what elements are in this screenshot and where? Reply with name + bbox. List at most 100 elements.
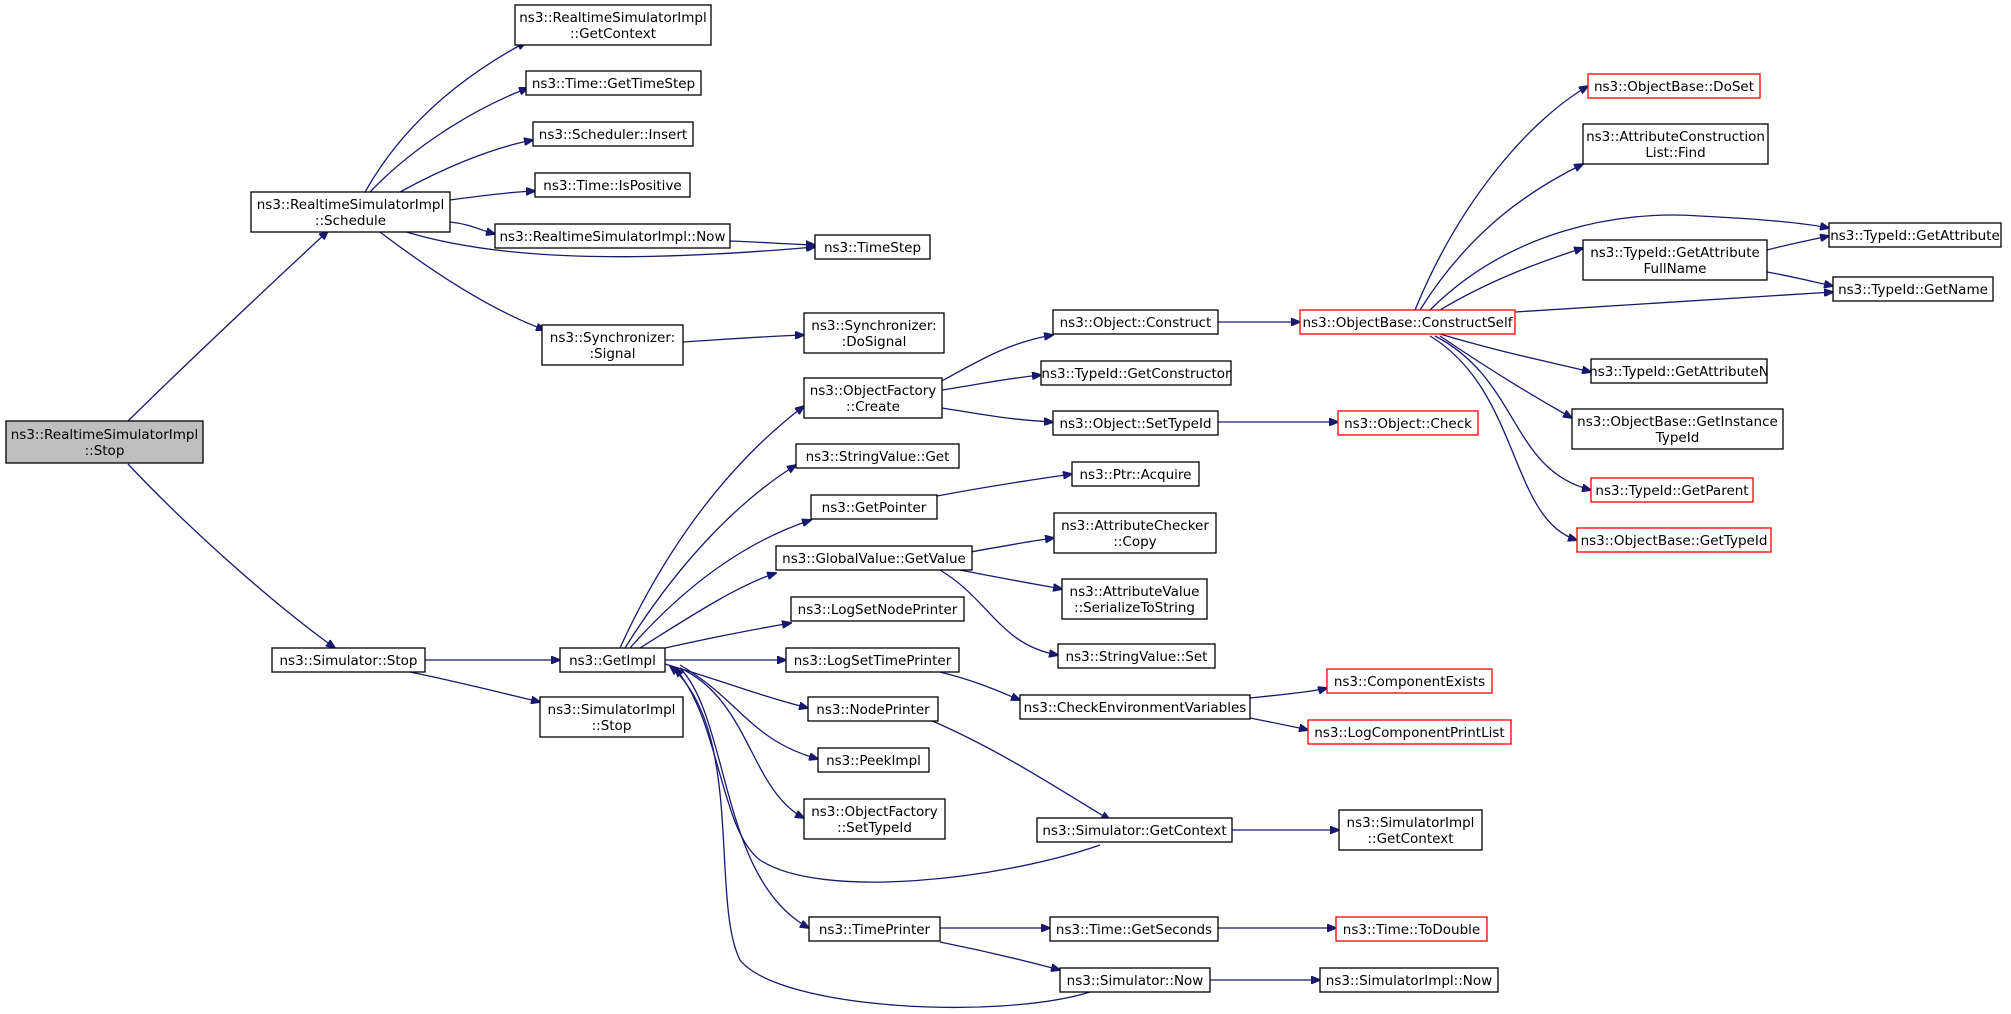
- node-box: [810, 494, 938, 520]
- node-logcomponentprintlist[interactable]: ns3::LogComponentPrintList: [1307, 719, 1512, 745]
- node-simulatorimpl-getcontext[interactable]: ns3::SimulatorImpl::GetContext: [1338, 809, 1483, 851]
- node-typeid-getattributen[interactable]: ns3::TypeId::GetAttributeN: [1589, 358, 1769, 384]
- node-sync-dosignal[interactable]: ns3::Synchronizer::DoSignal: [803, 312, 945, 354]
- node-label: ns3::Simulator::Now: [1067, 973, 1204, 989]
- node-box: [1052, 410, 1219, 436]
- node-label: ns3::RealtimeSimulatorImpl: [11, 427, 198, 443]
- node-label: ns3::ObjectFactory: [811, 804, 938, 820]
- node-box: [790, 596, 965, 622]
- call-edges: [127, 42, 1833, 1008]
- edge-objfactory-create-to-typeid-getconstructor: [941, 375, 1041, 391]
- node-object-check[interactable]: ns3::Object::Check: [1337, 410, 1479, 436]
- node-objfactory-settypeid[interactable]: ns3::ObjectFactory::SetTypeId: [803, 798, 946, 840]
- node-simulatorimpl-now[interactable]: ns3::SimulatorImpl::Now: [1319, 967, 1499, 993]
- node-stringvalue-get[interactable]: ns3::StringValue::Get: [795, 443, 960, 469]
- node-label: ns3::Time::GetTimeStep: [532, 76, 695, 92]
- node-box: [1057, 643, 1216, 669]
- node-simulator-stop[interactable]: ns3::Simulator::Stop: [271, 647, 426, 673]
- node-box: [808, 916, 941, 942]
- node-rsi-now[interactable]: ns3::RealtimeSimulatorImpl::Now: [494, 223, 731, 249]
- node-box: [1319, 967, 1499, 993]
- node-object-settypeid[interactable]: ns3::Object::SetTypeId: [1052, 410, 1219, 436]
- node-check-env-variables[interactable]: ns3::CheckEnvironmentVariables: [1019, 694, 1251, 720]
- node-label: ns3::ObjectBase::GetTypeId: [1581, 533, 1768, 549]
- node-logsettimeprinter[interactable]: ns3::LogSetTimePrinter: [785, 647, 960, 673]
- node-label: ::SerializeToString: [1074, 600, 1195, 616]
- node-timestep[interactable]: ns3::TimeStep: [814, 234, 931, 260]
- node-realtime-simulator-impl-stop[interactable]: ns3::RealtimeSimulatorImpl::Stop: [5, 420, 204, 464]
- node-rsi-schedule[interactable]: ns3::RealtimeSimulatorImpl::Schedule: [250, 191, 451, 233]
- edge-sync-signal-to-dosignal: [682, 335, 804, 343]
- node-stringvalue-set[interactable]: ns3::StringValue::Set: [1057, 643, 1216, 669]
- node-box: [534, 172, 691, 198]
- node-attrchecker-copy[interactable]: ns3::AttributeChecker::Copy: [1053, 512, 1217, 554]
- node-time-ispositive[interactable]: ns3::Time::IsPositive: [534, 172, 691, 198]
- node-label: ::Copy: [1113, 534, 1156, 550]
- node-componentexists[interactable]: ns3::ComponentExists: [1326, 668, 1493, 694]
- node-peekimpl[interactable]: ns3::PeekImpl: [817, 747, 930, 773]
- node-label: ::Stop: [592, 718, 632, 734]
- node-objfactory-create[interactable]: ns3::ObjectFactory::Create: [803, 377, 943, 419]
- node-box: [525, 70, 702, 96]
- edge-getimpl-to-objfactory-settypeid: [679, 667, 804, 818]
- edge-globalvalue-to-attrvalue-serialize: [959, 569, 1062, 589]
- node-getpointer[interactable]: ns3::GetPointer: [810, 494, 938, 520]
- node-rsi-getcontext[interactable]: ns3::RealtimeSimulatorImpl::GetContext: [514, 4, 712, 46]
- node-scheduler-insert[interactable]: ns3::Scheduler::Insert: [532, 121, 694, 147]
- node-label: ns3::AttributeConstruction: [1586, 129, 1765, 145]
- node-typeid-getconstructor[interactable]: ns3::TypeId::GetConstructor: [1040, 360, 1232, 386]
- node-label: ns3::PeekImpl: [826, 753, 921, 769]
- edge-timeprinter-to-simulator-now: [939, 941, 1060, 970]
- node-simulatorimpl-stop[interactable]: ns3::SimulatorImpl::Stop: [539, 696, 684, 738]
- node-attrvalue-serialize[interactable]: ns3::AttributeValue::SerializeToString: [1061, 578, 1208, 620]
- node-objectbase-gettypeid[interactable]: ns3::ObjectBase::GetTypeId: [1576, 527, 1772, 553]
- node-label: ::Schedule: [315, 213, 386, 229]
- edge-schedule-to-scheduler-insert: [399, 140, 533, 193]
- node-typeid-getattribute[interactable]: ns3::TypeId::GetAttribute: [1828, 222, 2002, 248]
- node-getimpl[interactable]: ns3::GetImpl: [559, 647, 666, 673]
- node-label: ns3::RealtimeSimulatorImpl: [257, 197, 444, 213]
- node-typeid-getparent[interactable]: ns3::TypeId::GetParent: [1590, 477, 1754, 503]
- node-time-todouble[interactable]: ns3::Time::ToDouble: [1335, 916, 1488, 942]
- node-label: ns3::Time::IsPositive: [543, 178, 681, 194]
- node-box: [1307, 719, 1512, 745]
- edge-root-to-simulator-stop: [127, 463, 335, 648]
- node-box: [541, 324, 684, 366]
- node-box: [817, 747, 930, 773]
- node-box: [1049, 916, 1219, 942]
- node-object-construct[interactable]: ns3::Object::Construct: [1052, 309, 1219, 335]
- node-box: [1299, 309, 1516, 335]
- node-objectbase-doset[interactable]: ns3::ObjectBase::DoSet: [1587, 73, 1761, 99]
- node-box: [514, 4, 712, 46]
- edge-constructself-to-doset: [1414, 86, 1588, 311]
- node-label: ns3::NodePrinter: [816, 702, 930, 718]
- node-time-gettimestep[interactable]: ns3::Time::GetTimeStep: [525, 70, 702, 96]
- node-logsetnodeprinter[interactable]: ns3::LogSetNodePrinter: [790, 596, 965, 622]
- node-label: ns3::TypeId::GetName: [1838, 282, 1988, 298]
- node-timeprinter[interactable]: ns3::TimePrinter: [808, 916, 941, 942]
- node-globalvalue-getvalue[interactable]: ns3::GlobalValue::GetValue: [775, 545, 973, 571]
- node-label: ns3::Object::Check: [1344, 416, 1472, 432]
- node-typeid-getname[interactable]: ns3::TypeId::GetName: [1832, 276, 1994, 302]
- node-label: ns3::Time::ToDouble: [1343, 922, 1480, 938]
- node-simulator-getcontext[interactable]: ns3::Simulator::GetContext: [1036, 817, 1233, 843]
- node-nodeprinter[interactable]: ns3::NodePrinter: [807, 696, 939, 722]
- node-label: ns3::TimeStep: [824, 240, 921, 256]
- node-ptr-acquire[interactable]: ns3::Ptr::Acquire: [1071, 461, 1200, 487]
- edge-getimpl-to-getpointer: [629, 520, 811, 649]
- edge-simulator-stop-to-simulatorimpl-stop: [409, 671, 540, 702]
- edge-objfactory-create-to-object-settypeid: [941, 407, 1053, 422]
- node-sync-signal[interactable]: ns3::Synchronizer::Signal: [541, 324, 684, 366]
- node-box: [1828, 222, 2002, 248]
- node-box: [1571, 408, 1784, 450]
- node-time-getseconds[interactable]: ns3::Time::GetSeconds: [1049, 916, 1219, 942]
- node-simulator-now[interactable]: ns3::Simulator::Now: [1059, 967, 1211, 993]
- node-box: [1590, 358, 1768, 384]
- node-objectbase-constructself[interactable]: ns3::ObjectBase::ConstructSelf: [1299, 309, 1516, 335]
- node-box: [1019, 694, 1251, 720]
- node-box: [775, 545, 973, 571]
